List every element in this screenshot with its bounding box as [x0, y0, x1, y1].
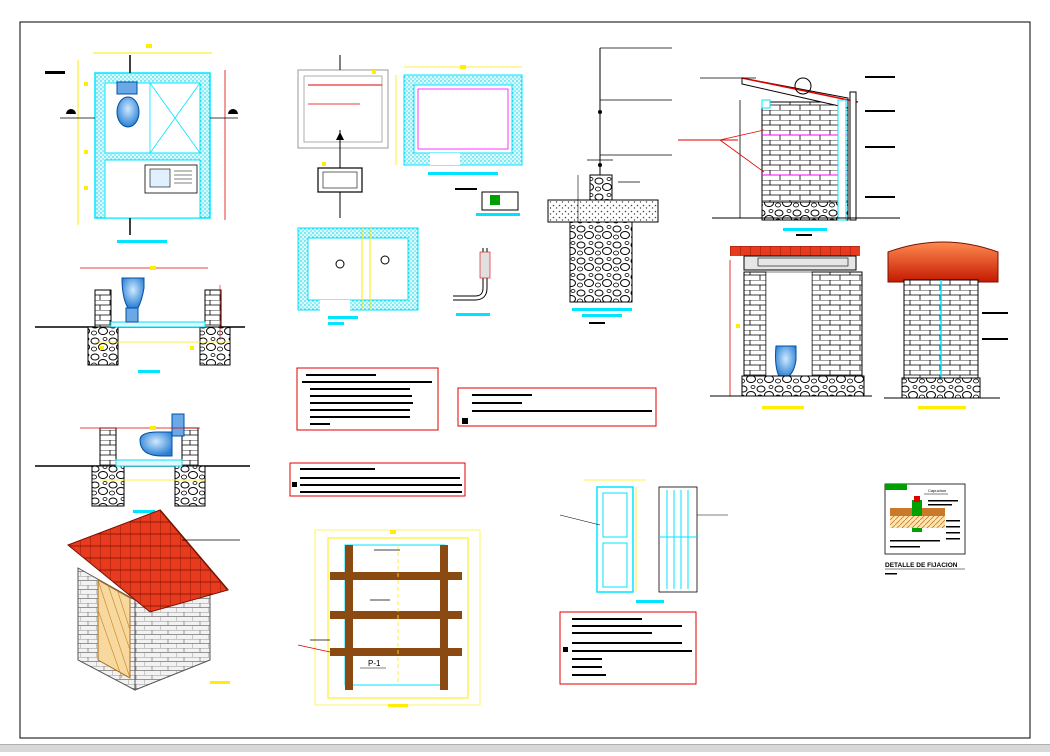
dimension-marks — [84, 44, 740, 534]
section-b — [35, 413, 250, 513]
fixation-detail: Capuchon DETALLE DE FIJACION — [884, 483, 966, 575]
notes-box-4 — [559, 611, 697, 685]
floor-plan — [45, 52, 238, 243]
fixation-table-header: Capuchon — [928, 488, 946, 493]
notes-box-2 — [457, 387, 657, 427]
section-a — [35, 267, 245, 373]
door-elevations — [559, 479, 728, 603]
rear-elevation — [884, 241, 1008, 409]
status-bar — [0, 744, 1050, 752]
front-elevation — [710, 246, 872, 409]
slab-plan — [395, 66, 523, 316]
fixation-detail-title: DETALLE DE FIJACION — [885, 562, 958, 569]
notes-box-1 — [296, 367, 439, 431]
foundation-detail — [547, 47, 672, 324]
sheet-border — [19, 21, 1031, 739]
door-frame-detail: P-1 — [297, 529, 481, 707]
tank-plan — [297, 55, 419, 325]
notes-box-3 — [289, 462, 466, 497]
door-label: P-1 — [368, 659, 381, 668]
side-elevation — [678, 76, 900, 236]
isometric-view — [67, 509, 240, 691]
